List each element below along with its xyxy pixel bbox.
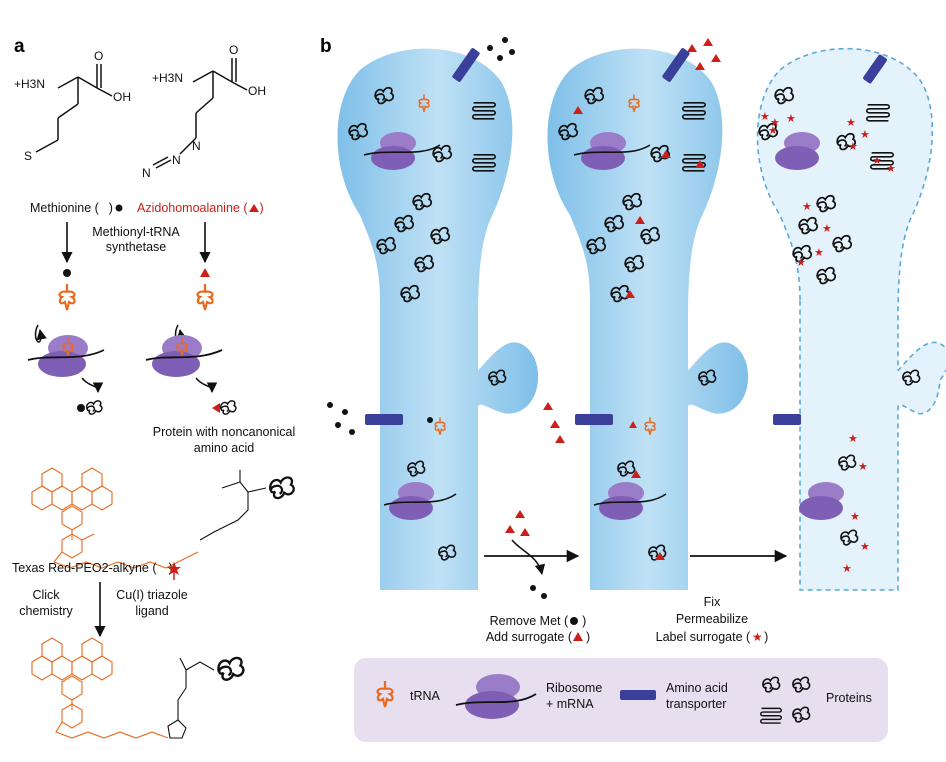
svg-text:★: ★: [770, 116, 780, 129]
met-amine-label: +H3N: [14, 77, 45, 91]
aha-protein-structure: [199, 470, 295, 541]
remove-met-label: Remove Met (): [490, 614, 587, 628]
aha-nitrogen-2: N: [172, 153, 181, 167]
svg-text:★: ★: [848, 140, 858, 153]
legend-ribosome-label-1: Ribosome: [546, 681, 602, 695]
transporter-icon: [773, 414, 801, 425]
legend-proteins-label: Proteins: [826, 691, 872, 705]
ribosome-icon: [465, 674, 520, 719]
svg-text:★: ★: [786, 112, 796, 125]
aha-triangle-icon: [573, 632, 583, 641]
svg-text:★: ★: [850, 510, 860, 523]
svg-text:★: ★: [796, 256, 806, 269]
transporter-icon: [863, 54, 887, 84]
svg-text:★: ★: [848, 432, 858, 445]
label-surrogate-label: Label surrogate (): [656, 630, 769, 644]
svg-text:★: ★: [886, 162, 896, 175]
ribosome-icon: [775, 132, 820, 170]
triazole-icon: [167, 656, 245, 739]
legend-transporter-label-2: transporter: [666, 697, 726, 711]
svg-text:★: ★: [842, 562, 852, 575]
trna-icon: [196, 282, 214, 312]
aha-structure: [152, 58, 248, 169]
met-dot-icon: [115, 204, 123, 212]
permeabilize-label: Permeabilize: [676, 612, 748, 626]
add-surrogate-label: Add surrogate (): [486, 630, 590, 644]
met-sulfur-label: S: [24, 149, 32, 163]
transporter-icon: [365, 414, 403, 425]
dye-star-icon: [167, 562, 181, 580]
noncanonical-label-1: Protein with noncanonical: [153, 425, 295, 439]
dye-star-icon: ★: [752, 630, 763, 644]
met-dots-group: [327, 37, 547, 599]
methionine-label: Methionine (): [30, 201, 113, 215]
aha-triangle-icon: [249, 204, 259, 212]
cu-label-1: Cu(I) triazole: [116, 588, 188, 602]
met-oxygen-label: O: [94, 49, 103, 63]
noncanonical-label-2: amino acid: [194, 441, 254, 455]
synthetase-label-1: Methionyl-tRNA: [92, 225, 180, 239]
transporter-icon: [452, 48, 480, 82]
panel-label-b: b: [320, 36, 332, 57]
aha-nitrogen-3: N: [142, 166, 151, 180]
aha-hydroxyl-label: OH: [248, 84, 266, 98]
dendritic-cell-2: [547, 48, 749, 591]
click-label-2: chemistry: [19, 604, 73, 618]
svg-text:★: ★: [846, 116, 856, 129]
legend-transporter-label-1: Amino acid: [666, 681, 728, 695]
svg-text:★: ★: [768, 124, 778, 137]
ribosome-icon: [799, 482, 844, 520]
texas-red-structure: [31, 467, 199, 569]
met-hydroxyl-label: OH: [113, 90, 131, 104]
product-structure: [31, 637, 169, 739]
legend-trna-label: tRNA: [410, 689, 441, 703]
cu-label-2: ligand: [135, 604, 168, 618]
aha-oxygen-label: O: [229, 43, 238, 57]
svg-text:★: ★: [814, 246, 824, 259]
svg-text:★: ★: [860, 128, 870, 141]
cell3-stars: ★★★ ★★★ ★★★ ★★★ ★★★ ★★★: [760, 110, 896, 575]
texas-red-label: Texas Red-PEO2-alkyne (): [12, 561, 173, 575]
trna-icon: [58, 282, 76, 312]
svg-text:★: ★: [760, 110, 770, 123]
aha-triangles-group: [505, 38, 721, 536]
svg-text:★: ★: [858, 460, 868, 473]
transporter-icon: [662, 48, 690, 82]
svg-text:★: ★: [802, 200, 812, 213]
dendritic-cell-3-fixed: [756, 47, 946, 591]
svg-text:★: ★: [860, 540, 870, 553]
svg-text:★: ★: [872, 154, 882, 167]
protein-icon: [219, 400, 237, 415]
svg-text:★: ★: [822, 222, 832, 235]
aha-amine-label: +H3N: [152, 71, 183, 85]
protein-icon: [85, 400, 103, 415]
synthetase-label-2: synthetase: [106, 240, 167, 254]
aha-nitrogen-1: N: [192, 139, 201, 153]
click-label-1: Click: [32, 588, 60, 602]
met-dot-icon: [63, 269, 71, 277]
transporter-icon: [575, 414, 613, 425]
fix-label: Fix: [704, 595, 721, 609]
aha-triangle-icon: [200, 268, 210, 277]
dendritic-cell-1: [337, 48, 539, 591]
met-dot-icon: [570, 617, 578, 625]
legend-ribosome-label-2: + mRNA: [546, 697, 594, 711]
panel-label-a: a: [14, 36, 25, 57]
aha-label: Azidohomoalanine (): [137, 201, 264, 215]
transporter-icon: [620, 690, 656, 700]
methionine-structure: [35, 64, 113, 153]
